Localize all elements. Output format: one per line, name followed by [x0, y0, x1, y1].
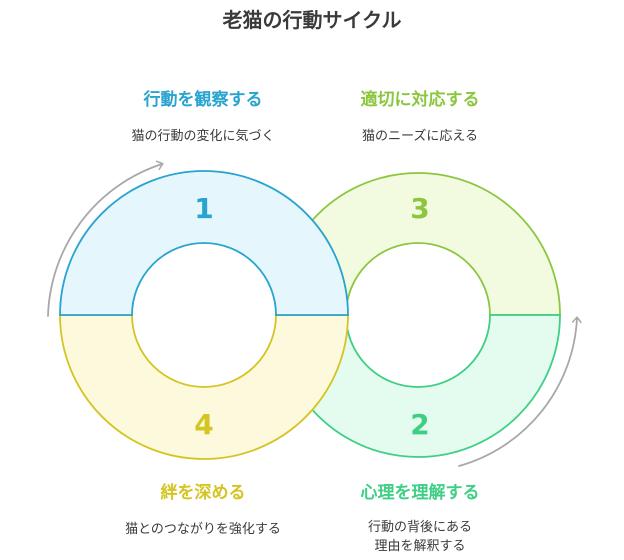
diagram-title: 老猫の行動サイクル	[223, 8, 402, 32]
step-4-description: 猫とのつながりを強化する	[125, 522, 281, 537]
step-2-description-line-1: 行動の背後にある	[368, 520, 472, 535]
step-1-heading: 行動を観察する	[143, 89, 263, 110]
step-4-heading: 絆を深める	[161, 482, 246, 503]
step-3-description: 猫のニーズに応える	[362, 128, 478, 144]
segment-1-number: 1	[194, 192, 213, 225]
segment-3-number: 3	[410, 192, 429, 225]
segment-4-ring	[59, 314, 349, 460]
cycle-arrow-left-icon	[47, 160, 164, 317]
segment-3-ring	[275, 172, 561, 316]
step-3-heading: 適切に対応する	[361, 89, 480, 110]
step-2-description-line-2: 理由を解釈する	[374, 539, 465, 554]
segment-4-number: 4	[194, 408, 213, 441]
segment-2-number: 2	[410, 408, 429, 441]
segment-1-ring	[59, 170, 349, 316]
segment-2-ring	[275, 314, 561, 458]
step-2-heading: 心理を理解する	[361, 482, 480, 503]
cycle-arrow-right-icon	[458, 316, 582, 467]
step-1-description: 猫の行動の変化に気づく	[131, 128, 274, 144]
